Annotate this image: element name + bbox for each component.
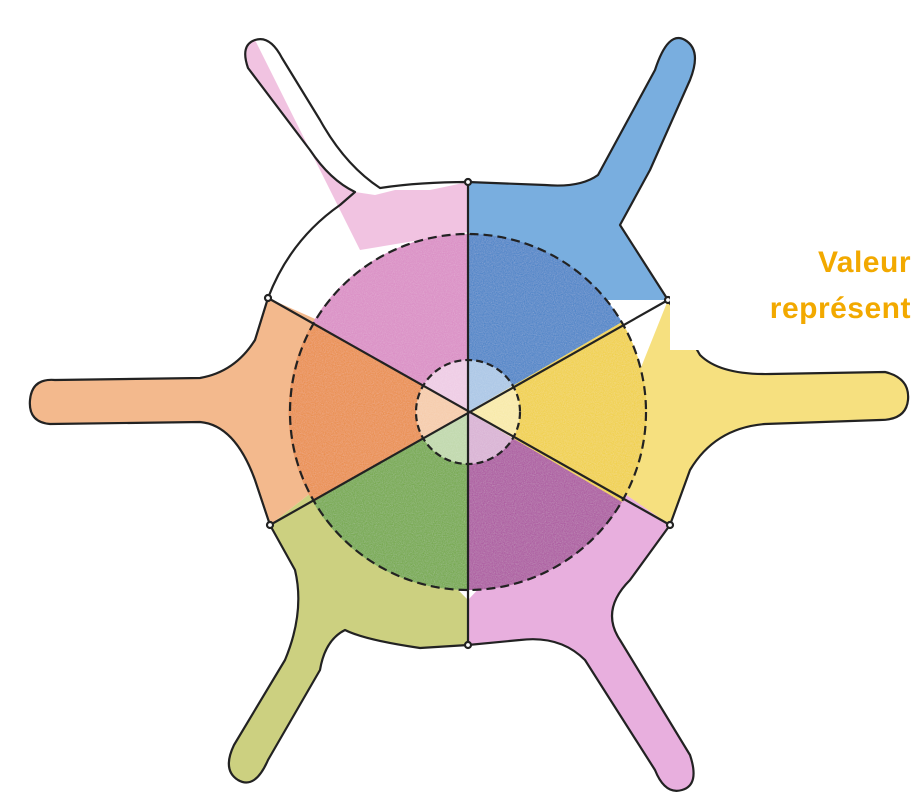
label-line-2: représent <box>770 292 911 326</box>
arm-top-left <box>245 40 468 250</box>
label-line-1: Valeur <box>818 246 911 280</box>
value-label-box: Valeur représent <box>670 222 911 350</box>
